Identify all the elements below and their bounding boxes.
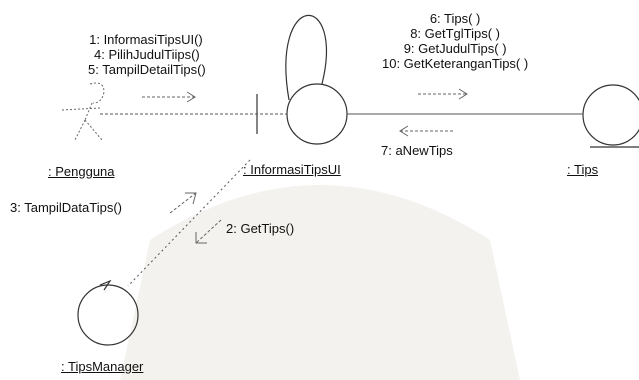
- object-label-pengguna: : Pengguna: [48, 164, 115, 179]
- object-label-manager: : TipsManager: [61, 359, 144, 374]
- message-label: 8: GetTglTips( ): [410, 26, 501, 41]
- arrow-gettips: [195, 219, 222, 244]
- message-label: 6: Tips( ): [429, 11, 481, 26]
- message-label: 1: InformasiTipsUI(): [89, 32, 203, 47]
- message-label: 5: TampilDetailTips(): [88, 62, 206, 77]
- watermark-shape: [120, 185, 520, 380]
- message-gettips: 2: GetTips(): [226, 221, 295, 236]
- control-tipsmanager-icon: [77, 279, 139, 346]
- ui-message-group: 1: InformasiTipsUI() 4: PilihJudulTiips(…: [88, 32, 206, 77]
- arrow-ui-messages: [142, 91, 196, 103]
- message-label: 10: GetKeteranganTips( ): [382, 56, 529, 71]
- message-label: 4: PilihJudulTiips(): [94, 47, 200, 62]
- entity-tips-icon: [582, 84, 639, 148]
- arrow-tips-messages: [418, 88, 468, 100]
- object-label-informasi: : InformasiTipsUI: [243, 162, 341, 177]
- self-loop: [285, 14, 327, 101]
- arrow-anewtips: [399, 125, 455, 137]
- message-anewtips: 7: aNewTips: [381, 143, 453, 158]
- actor-pengguna-icon: [61, 82, 105, 141]
- message-label: 9: GetJudulTips( ): [403, 41, 507, 56]
- message-tampildata: 3: TampilDataTips(): [10, 200, 122, 215]
- object-label-tips: : Tips: [567, 162, 599, 177]
- arrow-tampildata: [169, 192, 197, 214]
- tips-message-group: 6: Tips( ) 8: GetTglTips( ) 9: GetJudulT…: [382, 11, 528, 71]
- link-informasi-manager: [127, 159, 251, 287]
